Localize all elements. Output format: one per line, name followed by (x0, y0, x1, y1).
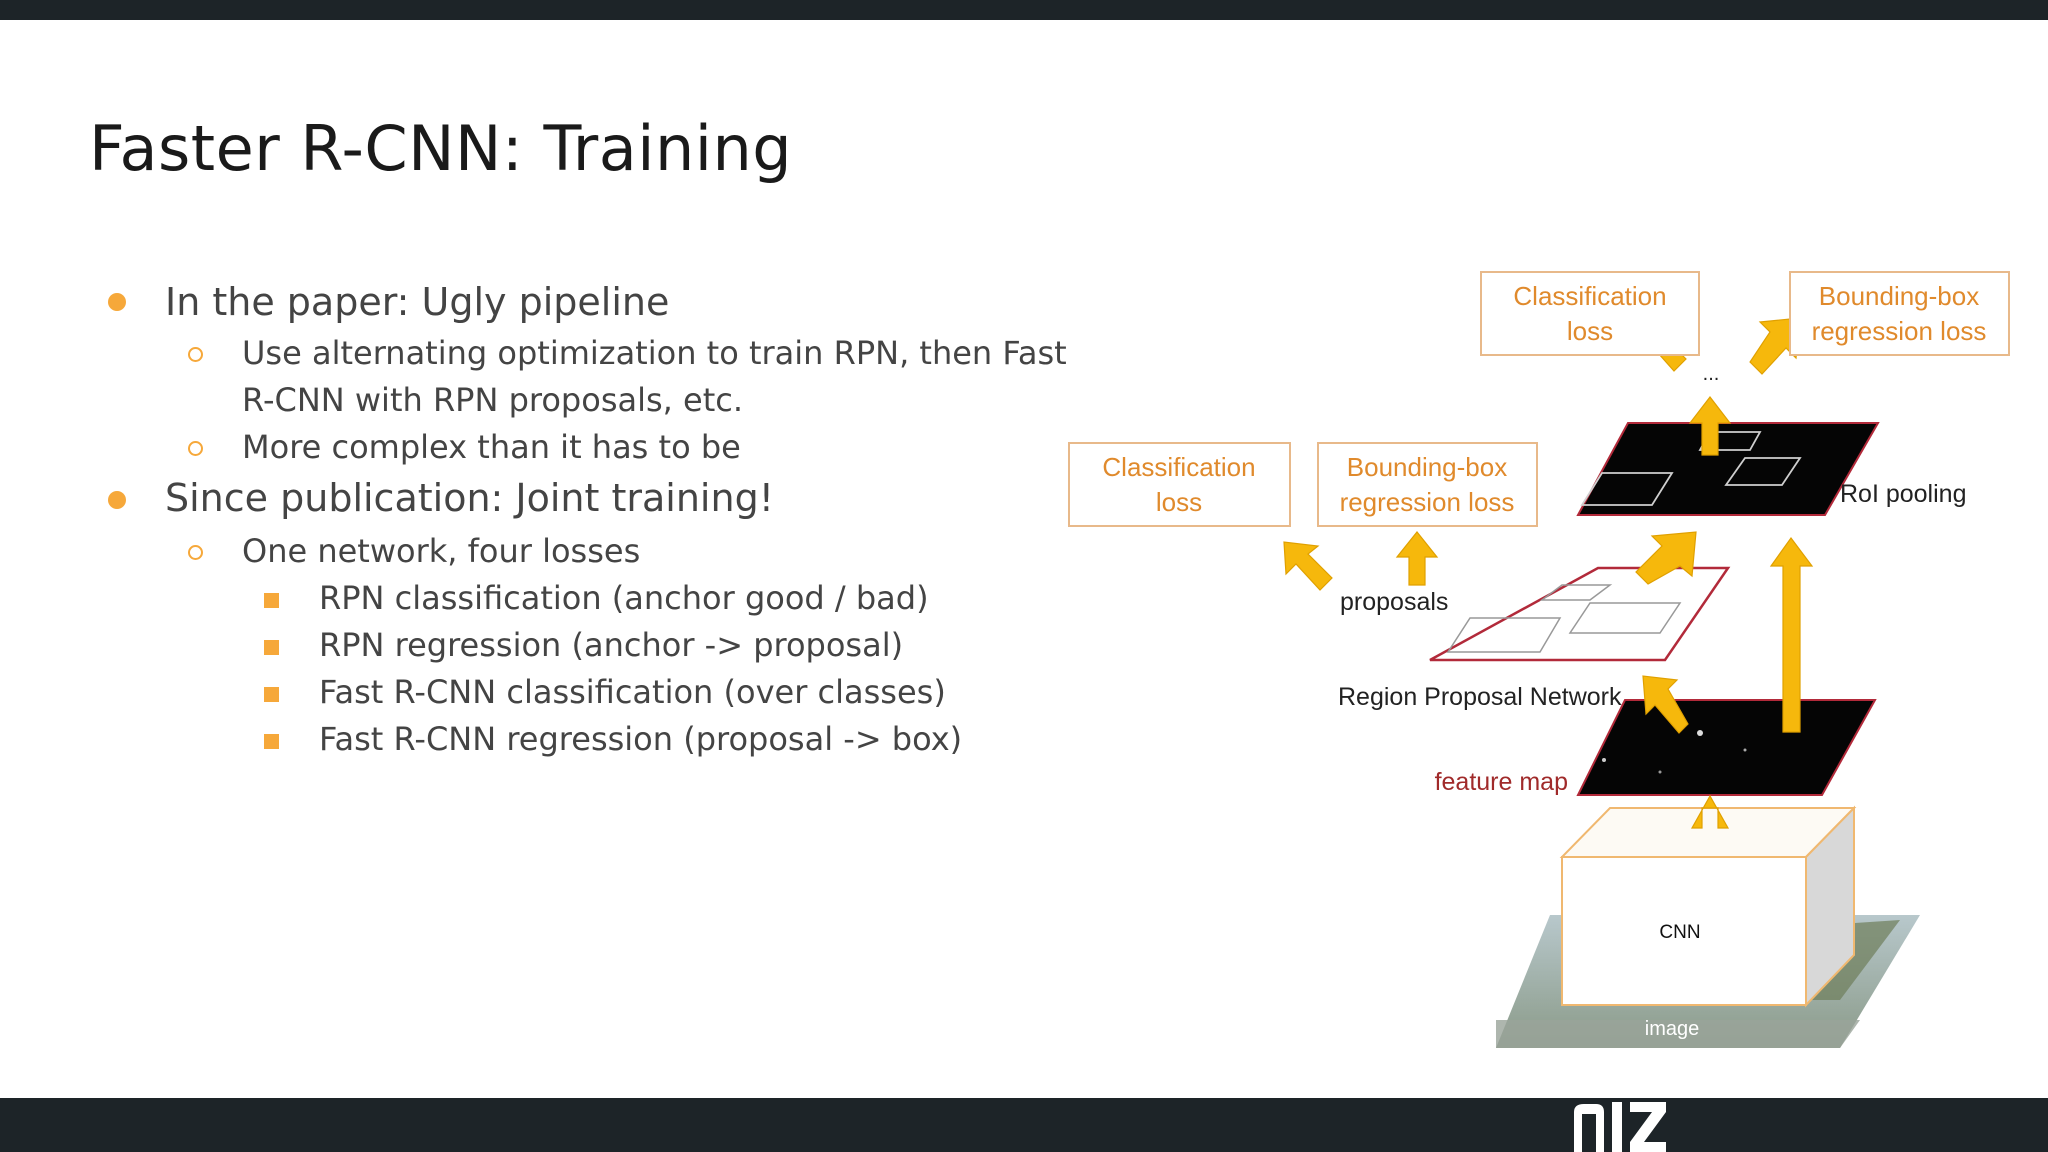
roi-pooling-plane: RoI pooling (1576, 422, 1966, 516)
cnn-label: CNN (1659, 922, 1700, 943)
rpn-label: Region Proposal Network (1338, 683, 1622, 711)
bullet-dot-marker (108, 293, 126, 311)
rpn-cls-loss-line2: loss (1156, 487, 1202, 517)
cnn-box: CNN (1559, 805, 1857, 1008)
loss-item: RPN regression (anchor -> proposal) (319, 626, 904, 664)
ellipsis-label: ... (1703, 363, 1720, 385)
arrow-diagonal-icon (1635, 531, 1697, 585)
arrow-diagonal-icon (1283, 541, 1333, 591)
sub-bullet-ring-marker (188, 441, 203, 456)
slide-title: Faster R-CNN: Training (89, 112, 793, 185)
arrow-up-icon (1690, 794, 1730, 829)
roi-pooling-label: RoI pooling (1840, 480, 1966, 508)
arrow-up-icon (1688, 396, 1732, 456)
top-bar (0, 0, 2048, 20)
square-bullet-marker (264, 687, 279, 702)
frcnn-cls-loss-line1: Classification (1513, 281, 1666, 311)
square-bullet-marker (264, 593, 279, 608)
square-bullet-marker (264, 734, 279, 749)
fast-rcnn-regression-loss-box: Bounding-box regression loss (1789, 271, 2010, 356)
fast-rcnn-classification-loss-box: Classification loss (1480, 271, 1700, 356)
sub-bullet-ring-marker (188, 545, 203, 560)
sub-bullet-complex: More complex than it has to be (242, 428, 741, 466)
arrow-up-icon (1769, 536, 1814, 733)
feature-map-label: feature map (1435, 768, 1568, 796)
rpn-classification-loss-box: Classification loss (1068, 442, 1291, 527)
sub-bullet-four-losses: One network, four losses (242, 532, 641, 570)
university-logo-icon (1574, 1102, 1666, 1152)
faster-rcnn-diagram: image CNN feature map proposals Region P… (1068, 271, 2010, 1048)
bullet-dot-marker (108, 491, 126, 509)
loss-item: Fast R-CNN regression (proposal -> box) (319, 720, 963, 758)
proposals-label: proposals (1340, 588, 1448, 616)
frcnn-reg-loss-line1: Bounding-box (1819, 281, 1979, 311)
bottom-bar (0, 1098, 2048, 1152)
rpn-reg-loss-line2: regression loss (1340, 487, 1515, 517)
rpn-regression-loss-box: Bounding-box regression loss (1317, 442, 1538, 527)
feature-map-plane: feature map (1435, 699, 1877, 796)
frcnn-cls-loss-line2: loss (1567, 316, 1613, 346)
arrow-diagonal-icon (1642, 675, 1689, 734)
arrow-up-icon (1395, 531, 1439, 586)
image-label: image (1645, 1018, 1699, 1040)
loss-item: Fast R-CNN classification (over classes) (319, 673, 946, 711)
square-bullet-marker (264, 640, 279, 655)
sub-bullet-alternating-line1: Use alternating optimization to train RP… (242, 334, 1067, 372)
sub-bullet-ring-marker (188, 347, 203, 362)
bullet-list: In the paper: Ugly pipeline Use alternat… (0, 0, 1067, 800)
frcnn-reg-loss-line2: regression loss (1812, 316, 1987, 346)
rpn-cls-loss-line1: Classification (1102, 452, 1255, 482)
loss-item: RPN classification (anchor good / bad) (319, 579, 929, 617)
sub-bullet-alternating-line2: R-CNN with RPN proposals, etc. (242, 381, 743, 419)
rpn-reg-loss-line1: Bounding-box (1347, 452, 1507, 482)
bullet-paper-pipeline: In the paper: Ugly pipeline (165, 280, 670, 324)
bullet-joint-training: Since publication: Joint training! (165, 476, 774, 520)
proposals-plane: proposals Region Proposal Network (1338, 566, 1731, 711)
